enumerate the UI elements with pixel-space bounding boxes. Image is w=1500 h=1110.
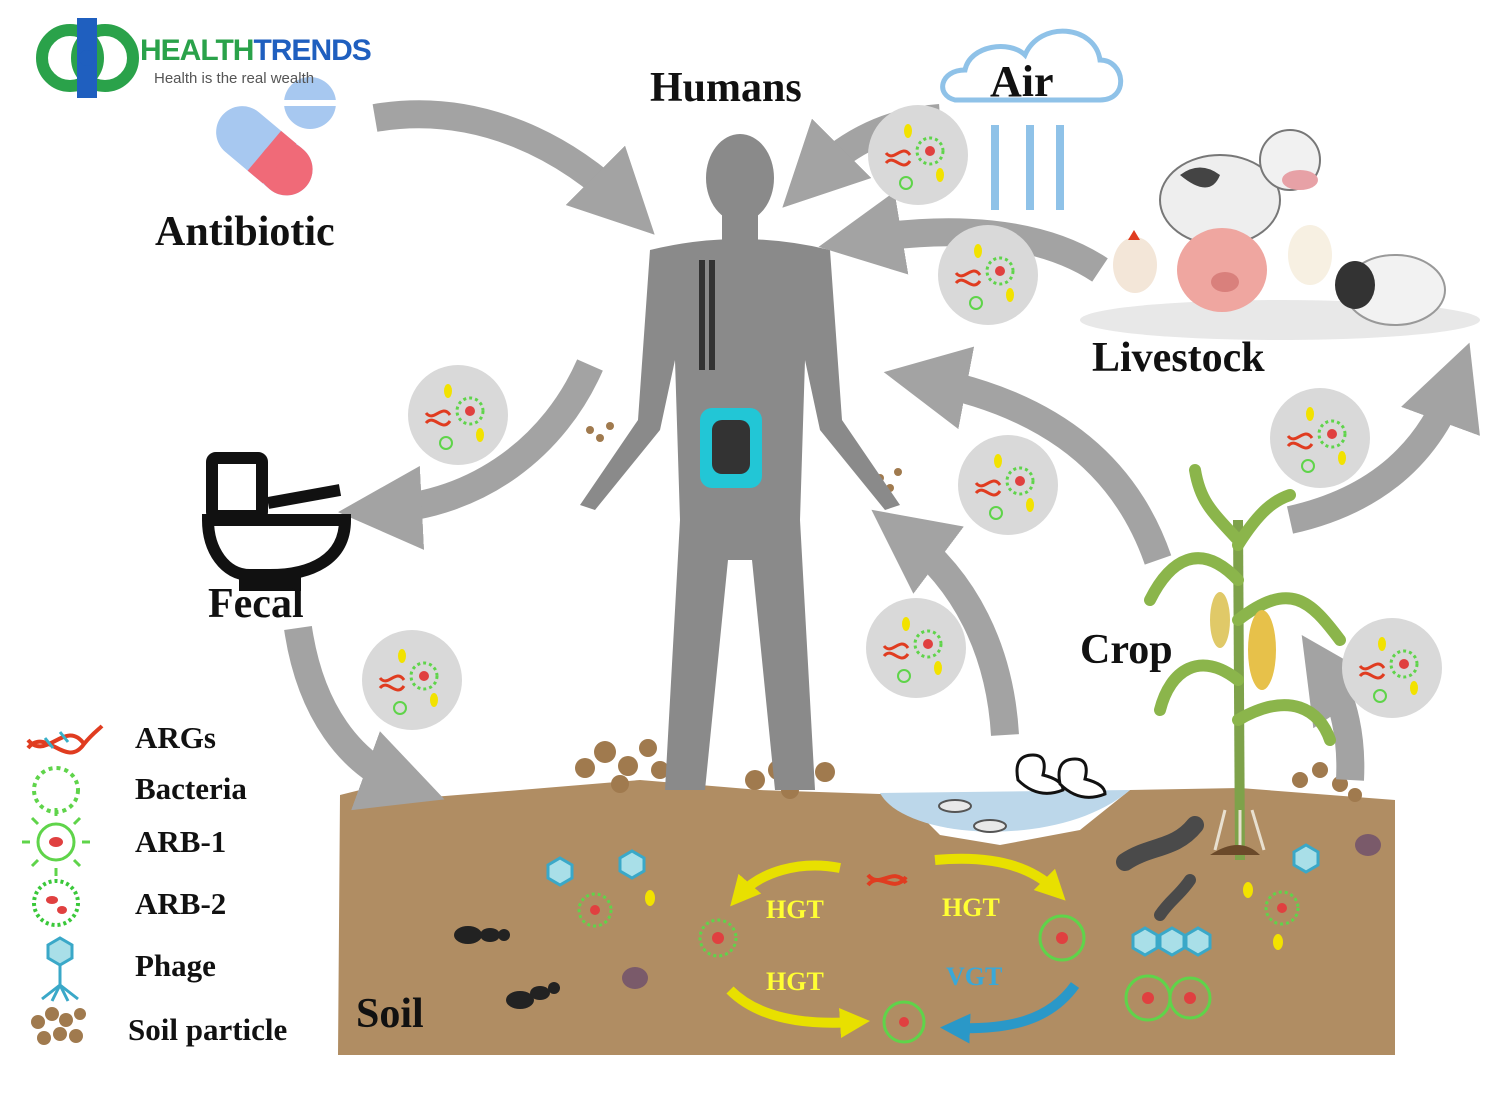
bacteria-icon — [34, 768, 78, 812]
arrow-antibiotic-to-humans — [375, 114, 625, 205]
bubble-soil-crop — [1342, 618, 1442, 718]
brand-logo-icon — [42, 18, 133, 98]
toilet-icon — [208, 458, 345, 585]
human-silhouette — [580, 134, 900, 790]
legend-label-args: ARGs — [135, 720, 216, 756]
legend-label-phage: Phage — [135, 948, 216, 984]
legend-label-arb1: ARB-1 — [135, 824, 226, 860]
bubble-crop-route — [958, 435, 1058, 535]
brand-tagline: Health is the real wealth — [154, 70, 314, 87]
bubble-air — [868, 105, 968, 205]
label-hgt-3: HGT — [766, 967, 824, 997]
dna-icon — [28, 726, 102, 753]
bubble-fecal-soil — [362, 630, 462, 730]
brand-name-part1: HEALTH — [140, 34, 253, 67]
ducks-icon — [1017, 755, 1105, 797]
bubble-water — [866, 598, 966, 698]
brand-name: HEALTHTRENDS — [140, 34, 371, 68]
bubble-crop-livestock — [1270, 388, 1370, 488]
arb1-icon — [22, 808, 90, 876]
soil-particle-icon — [31, 1007, 86, 1045]
bubble-livestock — [938, 225, 1038, 325]
label-hgt-1: HGT — [766, 895, 824, 925]
brand-name-part2: TRENDS — [253, 34, 370, 67]
label-fecal: Fecal — [208, 580, 304, 628]
phage-icon — [42, 938, 78, 1001]
arb2-icon — [34, 881, 78, 925]
antibiotic-capsule-icon — [206, 77, 337, 206]
label-humans: Humans — [650, 64, 802, 112]
label-hgt-2: HGT — [942, 893, 1000, 923]
label-soil: Soil — [356, 990, 424, 1038]
legend-icons — [22, 726, 102, 1045]
bubble-fecal-out — [408, 365, 508, 465]
legend-label-soil-particle: Soil particle — [128, 1012, 287, 1048]
livestock-animals-icon — [1080, 130, 1480, 340]
label-air: Air — [990, 56, 1054, 107]
legend-label-bacteria: Bacteria — [135, 771, 247, 807]
label-vgt: VGT — [946, 962, 1002, 992]
label-crop: Crop — [1080, 626, 1173, 674]
label-antibiotic: Antibiotic — [155, 208, 335, 256]
label-livestock: Livestock — [1092, 334, 1265, 382]
legend-label-arb2: ARB-2 — [135, 886, 226, 922]
